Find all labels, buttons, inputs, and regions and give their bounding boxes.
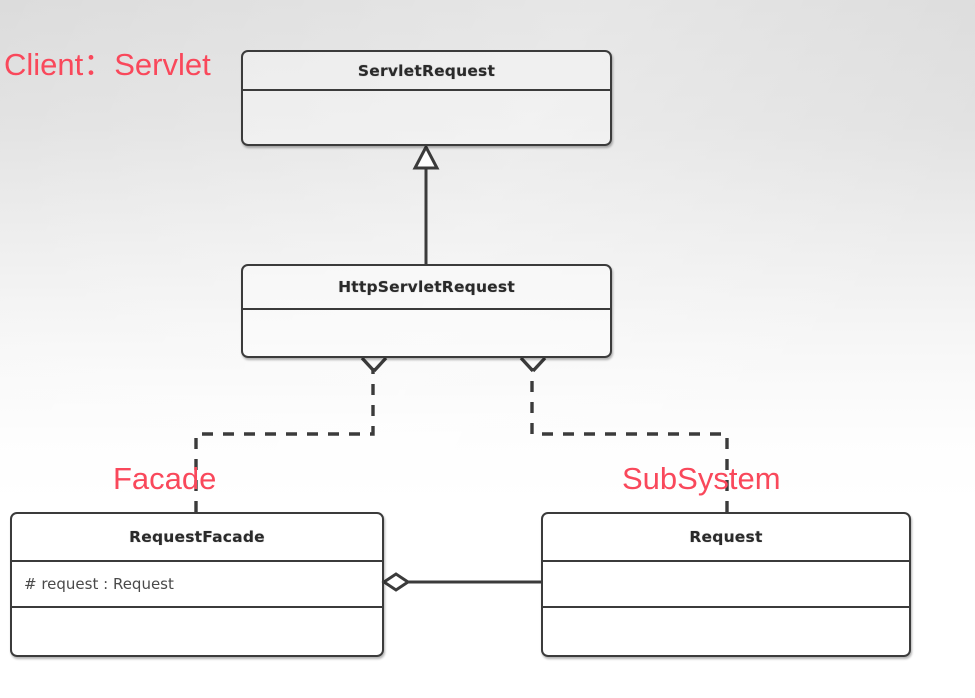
generalization-http-to-servlet	[412, 143, 440, 264]
class-attributes-compartment-request-facade: # request : Request	[12, 562, 382, 608]
class-attributes-compartment-servlet-request	[243, 91, 610, 144]
annotation-label-subsystem: SubSystem	[622, 461, 781, 496]
annotation-label-facade: Facade	[113, 461, 217, 496]
class-title-request: Request	[543, 514, 909, 562]
realization-facade-to-http	[194, 356, 388, 512]
class-box-request-facade[interactable]: RequestFacade # request : Request	[10, 512, 384, 657]
hollow-diamond-arrowhead	[381, 572, 411, 592]
realization-dashed-line	[530, 368, 729, 512]
realization-request-to-http	[519, 356, 729, 512]
class-attributes-compartment-http-servlet-request	[243, 310, 610, 356]
class-operations-compartment-request-facade	[12, 608, 382, 655]
open-arrow-left-barb	[360, 356, 376, 373]
class-attributes-compartment-request	[543, 562, 909, 608]
open-arrow-right-barb	[531, 356, 547, 373]
open-arrow-right-barb	[372, 356, 388, 373]
aggregation-facade-request	[381, 572, 543, 592]
class-operations-compartment-request	[543, 608, 909, 655]
class-box-http-servlet-request[interactable]: HttpServletRequest	[241, 264, 612, 358]
class-box-request[interactable]: Request	[541, 512, 911, 657]
realization-dashed-line	[194, 368, 375, 512]
class-title-request-facade: RequestFacade	[12, 514, 382, 562]
class-box-servlet-request[interactable]: ServletRequest	[241, 50, 612, 146]
hollow-triangle-arrowhead	[412, 143, 440, 170]
open-arrow-left-barb	[519, 356, 535, 373]
class-title-http-servlet-request: HttpServletRequest	[243, 266, 610, 310]
class-title-servlet-request: ServletRequest	[243, 52, 610, 91]
annotation-label-client: Client：Servlet	[4, 47, 211, 82]
class-attribute-request: # request : Request	[24, 575, 174, 593]
